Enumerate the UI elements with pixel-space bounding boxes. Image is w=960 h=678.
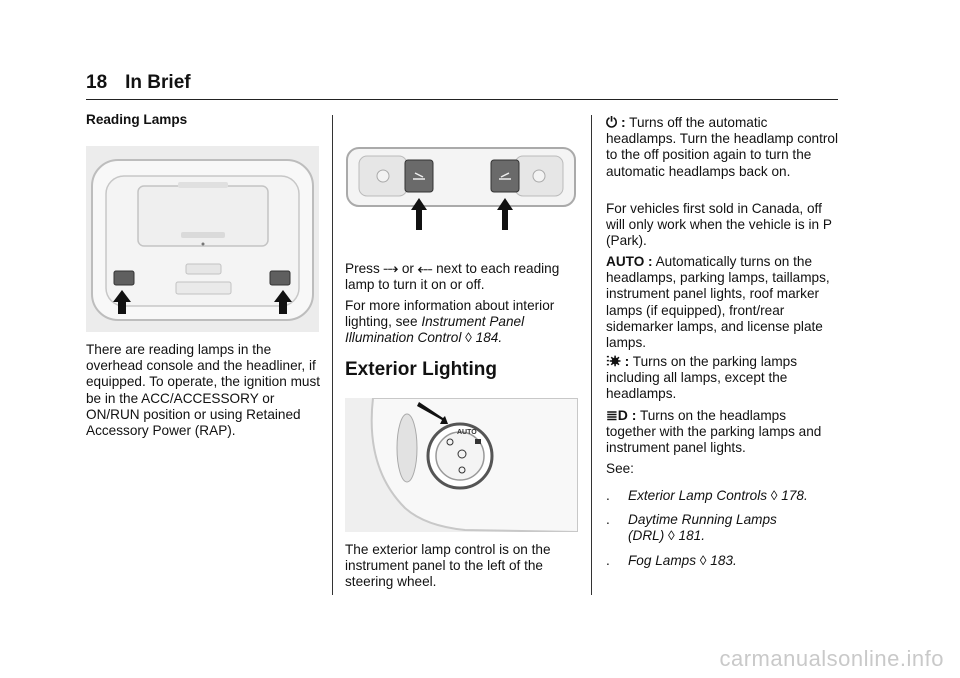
- column-divider-1: [332, 115, 333, 595]
- section-title: In Brief: [125, 72, 191, 93]
- auto-text: Automatically turns on the headlamps, pa…: [606, 254, 830, 351]
- page-header: 18 In Brief: [86, 72, 191, 94]
- press-prefix: Press: [345, 261, 380, 276]
- headlamp-icon: ≣D :: [606, 407, 637, 423]
- exterior-lighting-heading: Exterior Lighting: [345, 359, 497, 380]
- more-info-prefix: For more information about interior ligh…: [345, 298, 555, 330]
- overhead-console-illustration: [86, 146, 319, 332]
- header-rule: [86, 99, 838, 100]
- auto-description: AUTO : Automatically turns on the headla…: [606, 254, 838, 351]
- bullet: .: [606, 512, 610, 528]
- list-item: . Exterior Lamp Controls ◊ 178.: [606, 488, 808, 503]
- reading-lamp-buttons-image: [345, 146, 577, 232]
- instrument-panel-illumination-link[interactable]: Instrument Panel Illumination Control: [345, 314, 525, 346]
- knob-auto-label: AUTO: [457, 429, 477, 436]
- off-description: ⏻ : Turns off the automatic headlamps. T…: [606, 114, 838, 180]
- fog-lamps-link[interactable]: Fog Lamps: [628, 552, 697, 568]
- auto-label: AUTO :: [606, 254, 653, 269]
- list-item: . Daytime Running Lamps (DRL) ◊ 181.: [606, 512, 777, 544]
- exterior-lamp-control-illustration: AUTO: [345, 398, 578, 532]
- column-divider-2: [591, 115, 592, 595]
- page-ref-icon: ◊: [699, 552, 707, 568]
- press-instruction: Press ⤏ or ⤎ next to each reading lamp t…: [345, 260, 581, 293]
- parking-lamps-description: ⫶☀ : Turns on the parking lamps includin…: [606, 353, 838, 403]
- overhead-console-image: [86, 146, 319, 332]
- power-off-icon: ⏻ :: [606, 114, 626, 130]
- reference-list: . Exterior Lamp Controls ◊ 178. . Daytim…: [606, 488, 838, 569]
- right-reading-lamp-icon: ⤎: [417, 260, 433, 276]
- page-number: 18: [86, 72, 108, 93]
- reading-lamps-heading: Reading Lamps: [86, 112, 188, 127]
- headlamps-description: ≣D : Turns on the headlamps together wit…: [606, 407, 838, 457]
- bullet: .: [606, 488, 610, 503]
- watermark: carmanualsonline.info: [719, 646, 944, 671]
- bullet: .: [606, 552, 610, 568]
- exterior-lamp-controls-link[interactable]: Exterior Lamp Controls: [628, 488, 768, 503]
- page-ref-icon: ◊: [770, 488, 778, 503]
- page-ref-icon: ◊: [465, 330, 472, 346]
- reading-lamp-buttons-illustration: [346, 147, 576, 230]
- page-ref-icon: ◊: [668, 528, 675, 544]
- left-reading-lamp-icon: ⤏: [383, 260, 399, 276]
- headlamp-text: Turns on the headlamps together with the…: [606, 408, 822, 456]
- exterior-lamp-control-image: AUTO: [345, 398, 578, 532]
- exterior-control-text: The exterior lamp control is on the inst…: [345, 542, 551, 590]
- canada-note: For vehicles first sold in Canada, off w…: [606, 201, 832, 249]
- press-suffix: next to each reading lamp to turn it on …: [345, 261, 560, 293]
- parking-text: Turns on the parking lamps including all…: [606, 354, 798, 402]
- reading-lamps-text: There are reading lamps in the overhead …: [86, 342, 321, 439]
- off-text: Turns off the automatic headlamps. Turn …: [606, 115, 838, 179]
- see-label: See:: [606, 461, 634, 476]
- daytime-running-lamps-link[interactable]: Daytime Running Lamps (DRL): [628, 512, 777, 544]
- more-info-text: For more information about interior ligh…: [345, 298, 555, 346]
- list-item: . Fog Lamps ◊ 183.: [606, 552, 737, 568]
- press-or: or: [401, 261, 414, 276]
- more-info-page: 184: [475, 330, 499, 346]
- parking-lamps-icon: ⫶☀ :: [606, 353, 630, 369]
